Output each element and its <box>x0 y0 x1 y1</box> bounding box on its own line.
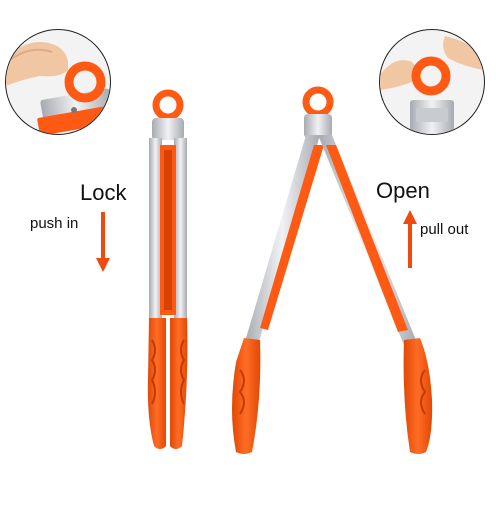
push-in-label: push in <box>30 215 79 232</box>
arrow-up-icon <box>403 210 417 268</box>
open-label: Open <box>376 178 430 203</box>
lock-detail-circle <box>5 29 111 135</box>
open-tongs <box>232 86 433 454</box>
arrow-down-icon <box>96 212 110 272</box>
open-detail-circle <box>379 29 485 135</box>
lock-label: Lock <box>80 180 127 205</box>
locked-tongs <box>147 89 188 449</box>
pull-out-label: pull out <box>420 221 469 238</box>
